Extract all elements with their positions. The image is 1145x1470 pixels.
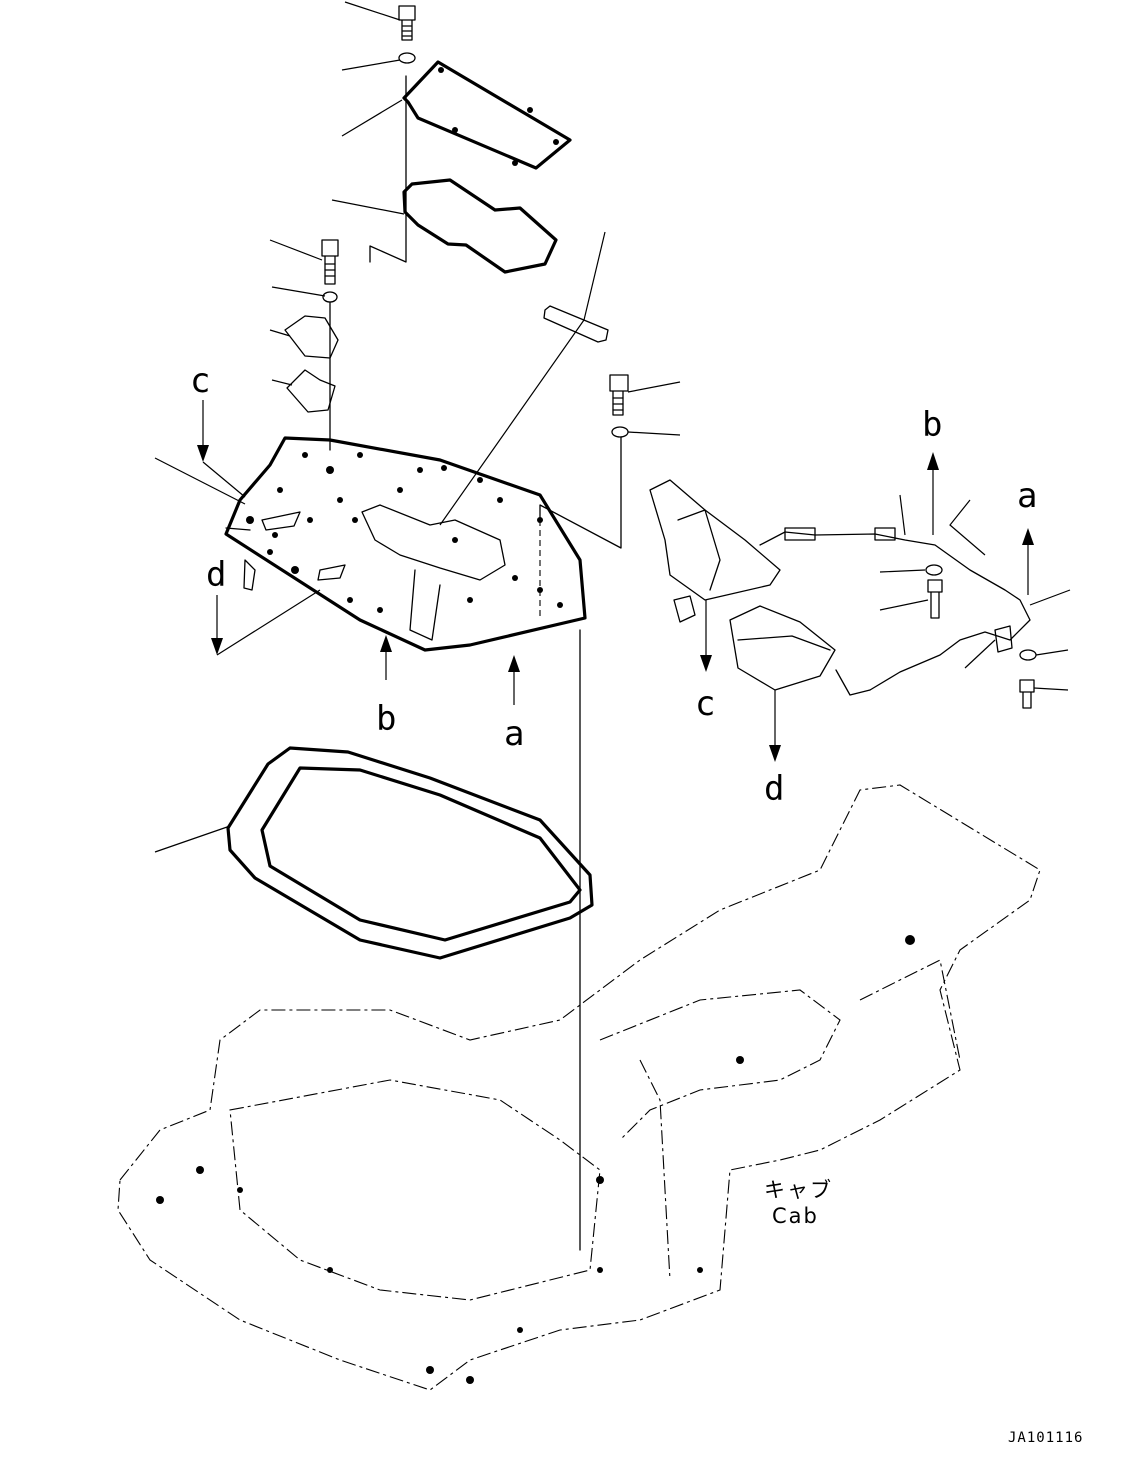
arrow-d-right: [769, 690, 781, 762]
arrow-c-top: [197, 400, 246, 498]
left-washer: [322, 291, 338, 303]
top-washer: [398, 52, 416, 64]
cover-plate: [402, 60, 572, 170]
arrow-c-right: [700, 600, 712, 672]
top-bolt: [398, 5, 416, 41]
small-cover-1: [284, 315, 339, 359]
left-bolt: [321, 239, 339, 285]
label-a-bottom: a: [504, 714, 524, 754]
cab-frame: [117, 784, 1041, 1391]
arrow-a-right: [1022, 528, 1034, 595]
harness-bolt-2: [1019, 679, 1035, 709]
label-b-right: b: [922, 405, 942, 445]
label-c-right: c: [695, 684, 715, 724]
label-c-top: c: [190, 361, 210, 401]
label-d-right: d: [764, 769, 784, 809]
grip-part: [543, 305, 609, 343]
harness-bolt: [927, 579, 943, 619]
arrow-a-bottom: [508, 655, 520, 705]
right-washer: [611, 426, 629, 438]
label-d-left: d: [206, 555, 226, 595]
pedal-assembly: [649, 479, 816, 623]
pedal-box: [729, 605, 871, 696]
small-cover-2: [286, 369, 336, 413]
arrow-b-bottom: [380, 635, 392, 680]
label-a-right: a: [1017, 476, 1037, 516]
right-bolt: [609, 374, 629, 416]
cab-label-jp: キャブ: [764, 1178, 833, 1202]
wiring-harness: [784, 527, 1031, 691]
drawing-number: JA101116: [1008, 1430, 1083, 1446]
arrow-d-left: [211, 589, 321, 656]
label-b-bottom: b: [376, 699, 396, 739]
floor-plate: [224, 436, 587, 652]
leader-lines: [154, 1, 1071, 853]
arrow-b-right: [927, 452, 939, 535]
floor-seal: [226, 746, 594, 960]
cab-label-en: Cab: [772, 1204, 819, 1228]
cover-gasket: [402, 178, 558, 274]
